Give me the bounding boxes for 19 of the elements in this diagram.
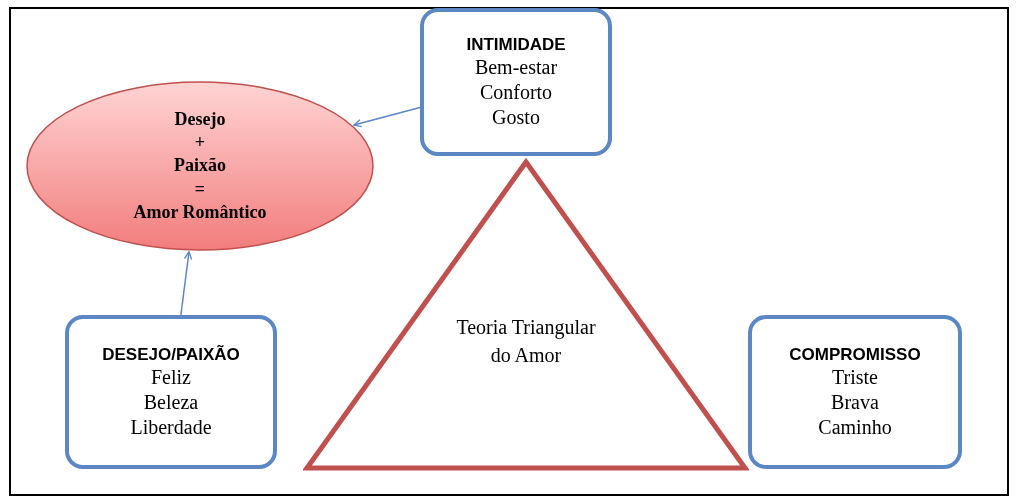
ellipse-node xyxy=(25,80,375,252)
formula-text: Paixão xyxy=(174,154,226,178)
heading-text: DESEJO/PAIXÃO xyxy=(102,344,240,365)
title-text: Teoria Triangular do Amor xyxy=(455,315,597,368)
formula-text: Amor Romântico xyxy=(133,201,267,225)
arrow xyxy=(353,106,421,128)
body-text: Feliz Beleza Liberdade xyxy=(130,364,212,440)
formula-text: Desejo xyxy=(174,107,226,131)
body-text: Triste Brava Caminho xyxy=(818,364,892,440)
triangle-node xyxy=(303,158,749,472)
concept-box xyxy=(65,315,277,469)
arrow xyxy=(180,251,193,316)
formula-text: + xyxy=(194,130,206,154)
body-text: Bem-estar Conforto Gosto xyxy=(474,54,558,130)
concept-box xyxy=(748,315,962,469)
heading-text: INTIMIDADE xyxy=(466,34,566,55)
concept-box xyxy=(420,8,612,156)
formula-text: = xyxy=(194,177,206,201)
heading-text: COMPROMISSO xyxy=(789,344,921,365)
